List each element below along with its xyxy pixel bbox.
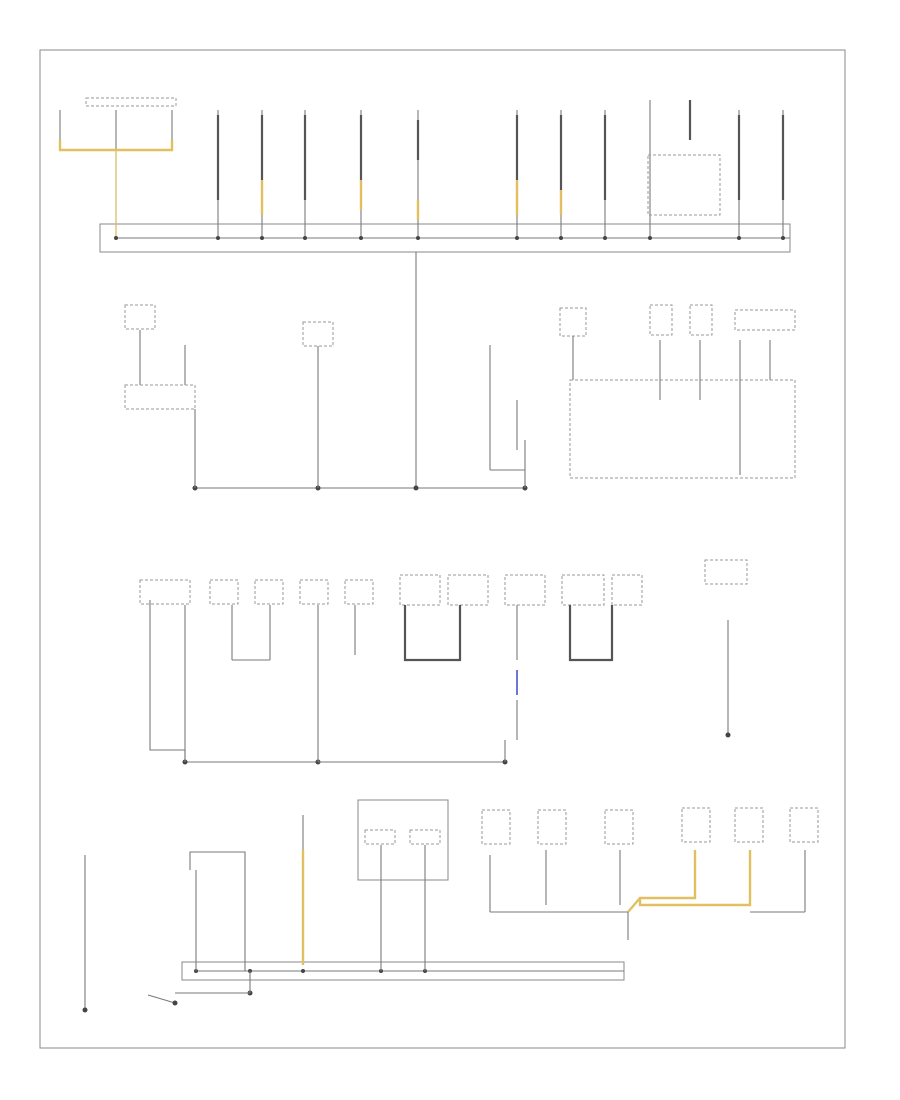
top-drop-4 bbox=[359, 110, 363, 240]
bottom-component-4 bbox=[357, 799, 449, 971]
second-component-3 bbox=[489, 345, 526, 488]
top-drop-8 bbox=[603, 110, 607, 240]
top-component-1 bbox=[58, 97, 177, 240]
second-component-1 bbox=[124, 304, 196, 488]
bottom-component-5 bbox=[481, 809, 634, 940]
third-component-5 bbox=[561, 574, 643, 662]
bottom-component-6 bbox=[627, 807, 819, 913]
second-component-4 bbox=[559, 307, 796, 479]
bottom-component-1 bbox=[82, 855, 178, 1013]
third-component-3 bbox=[399, 574, 489, 662]
top-drop-10 bbox=[737, 110, 741, 240]
bottom-row-section bbox=[82, 799, 819, 1013]
third-row-section bbox=[139, 559, 748, 765]
top-drop-3 bbox=[303, 110, 307, 240]
second-row-section bbox=[124, 304, 796, 491]
second-component-5 bbox=[649, 304, 796, 475]
top-drop-5 bbox=[416, 110, 420, 240]
second-component-2 bbox=[302, 321, 334, 488]
top-drop-6 bbox=[515, 110, 519, 240]
third-component-6 bbox=[704, 559, 748, 738]
top-row-section bbox=[58, 97, 791, 488]
diagram-border bbox=[39, 49, 846, 1049]
top-drop-11 bbox=[781, 110, 785, 240]
third-component-2 bbox=[209, 579, 374, 762]
bottom-component-2 bbox=[189, 851, 246, 971]
top-drop-1 bbox=[216, 110, 220, 240]
top-drop-9 bbox=[647, 100, 721, 240]
top-drop-7 bbox=[559, 110, 563, 240]
third-component-4 bbox=[504, 574, 546, 762]
third-component-1 bbox=[139, 579, 191, 762]
top-drop-2 bbox=[260, 110, 264, 240]
